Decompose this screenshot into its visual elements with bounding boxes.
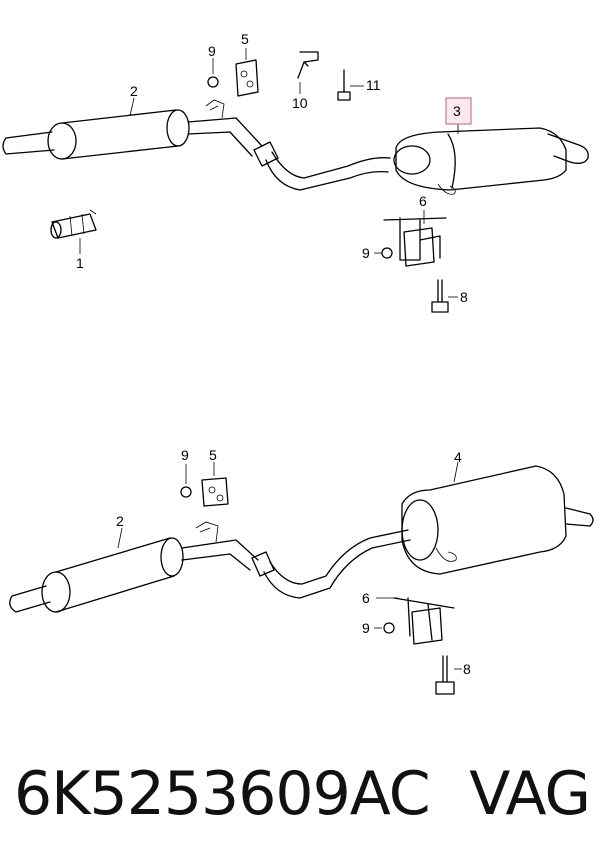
- bottom-callout-8: 8: [463, 661, 471, 677]
- bottom-callout-5: 5: [209, 447, 217, 463]
- top-rear-muffler: [393, 127, 589, 195]
- top-hanger-hook: [205, 99, 225, 119]
- bottom-callout-2: 2: [116, 513, 124, 529]
- bottom-rubber-mount-5: [201, 477, 229, 507]
- bottom-mid-pipe: [181, 539, 259, 571]
- bottom-ring-9b: [383, 622, 395, 634]
- top-callout-11: 11: [366, 77, 381, 93]
- brand-name: VAG: [469, 759, 591, 829]
- top-rubber-mount-5: [235, 59, 259, 97]
- top-ring-9b: [381, 247, 393, 259]
- bottom-front-muffler: [41, 537, 184, 613]
- top-clamp: [50, 209, 97, 239]
- bottom-callout-6: 6: [362, 590, 370, 606]
- top-ring-9: [207, 76, 219, 88]
- caption-bar: 6K5253609AC VAG: [14, 744, 591, 844]
- top-callout-2: 2: [130, 83, 138, 99]
- top-bolt-11: [337, 69, 351, 101]
- bottom-coupling: [251, 551, 275, 577]
- top-bracket-10: [297, 51, 319, 79]
- top-callout-8: 8: [460, 289, 468, 305]
- bottom-rear-muffler: [401, 465, 594, 575]
- bottom-callout-9b: 9: [362, 620, 370, 636]
- bottom-callout-9: 9: [181, 447, 189, 463]
- bottom-assembly: 9 5 4 2 6 9 8: [9, 447, 594, 695]
- top-callout-9: 9: [208, 43, 216, 59]
- top-callout-3: 3: [453, 103, 461, 119]
- part-number: 6K5253609AC: [14, 759, 431, 829]
- top-callout-10: 10: [292, 95, 308, 111]
- top-callout-3-box: [445, 97, 472, 125]
- top-callout-9b: 9: [362, 245, 370, 261]
- top-bolt-8: [431, 279, 449, 313]
- bottom-ring-9: [180, 486, 192, 498]
- top-s-pipe: [265, 151, 391, 191]
- bottom-bolt-8: [435, 655, 455, 695]
- top-callout-6: 6: [419, 193, 427, 209]
- top-front-pipe: [2, 131, 55, 155]
- top-assembly: 9 5 10 11 2 3 1 6 9 8: [2, 31, 589, 313]
- bottom-front-pipe: [9, 585, 51, 613]
- top-callout-5: 5: [241, 31, 249, 47]
- bottom-callout-4: 4: [454, 449, 462, 465]
- top-front-muffler: [47, 109, 190, 160]
- bottom-mount-6: [393, 597, 455, 645]
- top-mount-6: [383, 217, 447, 267]
- top-coupling: [253, 141, 279, 167]
- top-mid-pipe: [187, 117, 263, 157]
- bottom-s-pipe: [263, 529, 411, 599]
- top-callout-1: 1: [76, 255, 84, 271]
- bottom-hanger-hook: [195, 521, 219, 543]
